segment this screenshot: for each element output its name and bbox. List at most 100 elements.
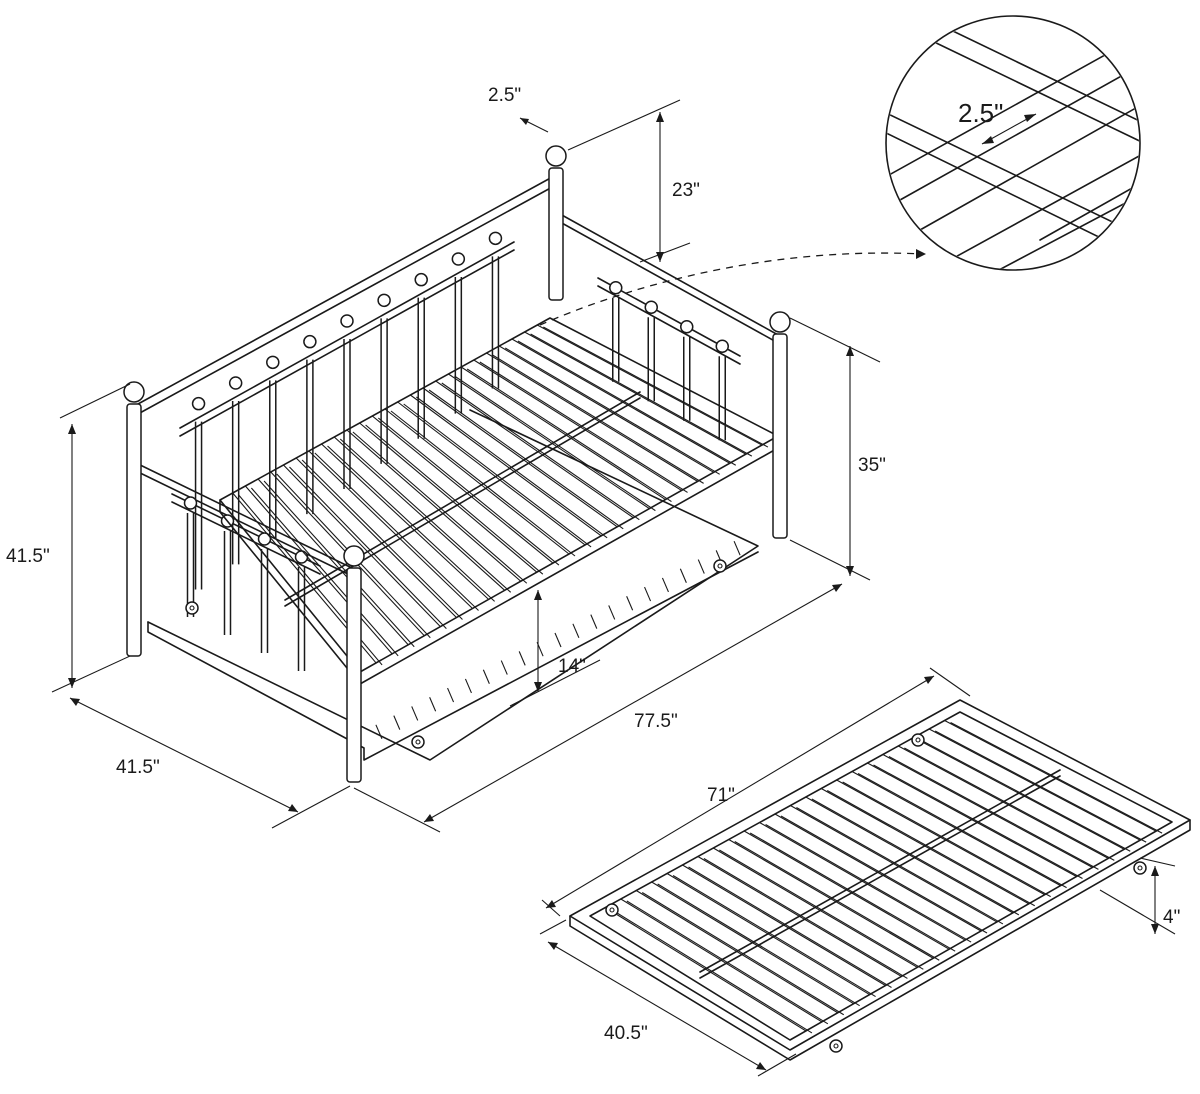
bed-slat (422, 387, 618, 528)
bed-slat (492, 354, 704, 484)
back-spindle (269, 380, 277, 540)
under-slat (500, 660, 508, 675)
spindle-ball (488, 231, 503, 246)
bed-slat (339, 438, 512, 593)
bed-slat (333, 436, 506, 591)
foot-spindle (297, 567, 306, 671)
spindle-ball (228, 376, 243, 390)
post-finial-ball (769, 311, 791, 333)
label-trundle-height: 4" (1163, 907, 1180, 928)
bed-slat (466, 368, 672, 502)
bed-slat (314, 452, 479, 611)
bed-slat (530, 333, 753, 457)
spindle-ball (715, 339, 729, 353)
caster-hub (415, 739, 421, 745)
bed-slat (498, 345, 714, 473)
bed-slat (327, 445, 495, 602)
caster-wheel (713, 559, 727, 573)
bed-slat (543, 326, 769, 448)
caster-hub (189, 605, 195, 611)
caster-hub (717, 563, 723, 569)
back-spindle (491, 256, 500, 389)
label-footboard-height: 35" (858, 455, 886, 476)
post-finial-ball (545, 145, 567, 167)
label-overall-depth: 41.5" (116, 757, 160, 778)
label-headboard-height: 23" (672, 180, 700, 201)
bed-slat (257, 478, 409, 646)
label-overall-height: 41.5" (6, 546, 50, 567)
bed-slat (517, 340, 737, 466)
bed-slat (283, 464, 441, 627)
bed-slat (321, 443, 489, 600)
label-trundle-width: 40.5" (604, 1023, 648, 1044)
spindle-ball (340, 314, 354, 328)
bed-slat (301, 459, 463, 620)
caster-wheel (1133, 861, 1147, 875)
bed-slat (352, 431, 528, 584)
bed-slat (384, 408, 570, 555)
spindle-ball (451, 252, 466, 266)
under-slat (393, 715, 401, 730)
bed-slat (479, 361, 688, 493)
foot-spindle (186, 513, 195, 617)
head-spindle (683, 336, 691, 421)
bed-slat (244, 485, 393, 655)
bed-slat (410, 394, 602, 537)
head-spindle (718, 356, 726, 441)
bed-slat (250, 487, 399, 657)
post-finial-ball (343, 545, 365, 567)
back-spindle (454, 277, 463, 414)
bed-slat (435, 380, 634, 519)
label-overall-length: 77.5" (634, 711, 678, 732)
caster-hub (1137, 865, 1143, 871)
back-spindle (380, 318, 388, 464)
bed-slat (441, 382, 640, 521)
daybed-frame-illustration (123, 145, 791, 783)
post-finial-ball (123, 381, 145, 403)
bed-slat (454, 375, 656, 512)
label-trundle-length: 71" (707, 785, 735, 806)
label-detail-slat-width: 2.5" (958, 98, 1003, 128)
spindle-ball (183, 496, 198, 510)
head-spindle (647, 317, 655, 402)
bed-slat (263, 480, 415, 648)
caster-wheel (829, 1039, 843, 1053)
under-slat (697, 559, 705, 574)
under-slat (590, 614, 598, 629)
label-finial-width: 2.5" (488, 85, 521, 106)
bed-post (126, 403, 142, 657)
caster-wheel (185, 601, 199, 615)
spindle-ball (266, 355, 280, 370)
trundle-dimension-lines (539, 667, 1176, 1077)
spindle-ball (680, 320, 694, 334)
spindle-ball (377, 293, 391, 308)
under-slat (608, 605, 616, 620)
bed-slat (460, 366, 666, 500)
spindle-ball (414, 272, 428, 287)
bed-post (548, 167, 564, 301)
under-slat (429, 697, 437, 712)
under-slat (661, 577, 669, 593)
head-spindle (612, 297, 620, 382)
foot-spindle (223, 531, 232, 635)
under-slat (518, 651, 526, 666)
spindle-ball (294, 550, 309, 564)
bed-slat (504, 347, 720, 475)
bed-slat (289, 466, 447, 629)
under-slat (464, 678, 472, 694)
under-slat (644, 586, 652, 602)
caster-wheel (911, 733, 925, 747)
bed-slat (524, 331, 747, 455)
bed-post (346, 567, 362, 783)
under-slat (482, 669, 490, 684)
bed-slat (308, 450, 473, 609)
spindle-ball (644, 300, 658, 314)
back-spindle (343, 339, 351, 489)
bed-slat (365, 424, 544, 575)
magnified-detail-circle (885, 15, 1141, 271)
spindle-ball (609, 281, 623, 295)
caster-wheel (605, 903, 619, 917)
bed-slat (448, 373, 650, 510)
